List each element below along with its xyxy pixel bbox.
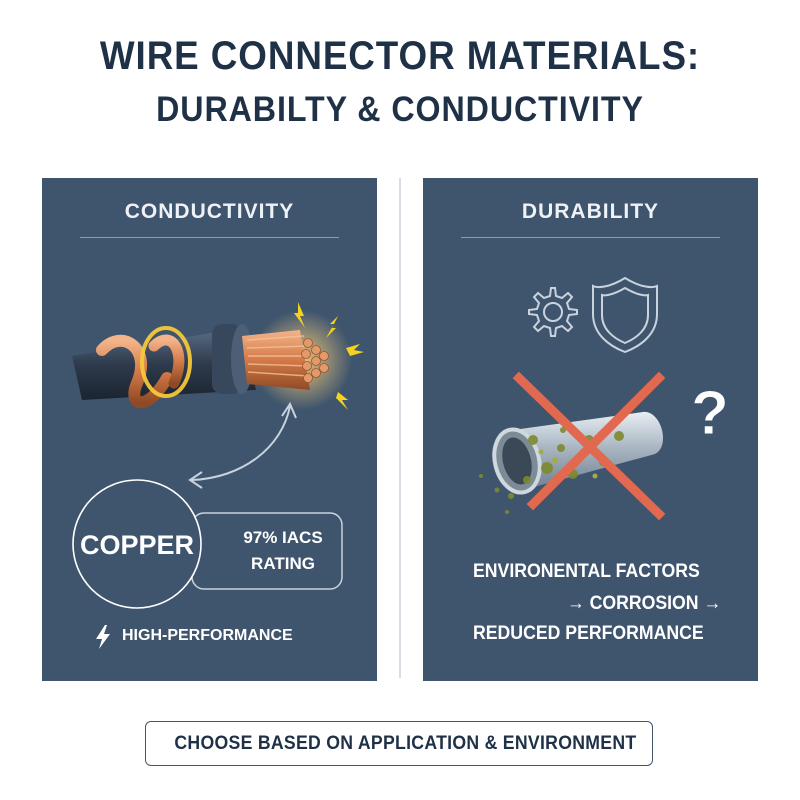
question-mark-icon: ? (691, 379, 730, 449)
performance-label: HIGH-PERFORMANCE (122, 627, 293, 644)
lightning-bolt-icon (96, 625, 110, 649)
durability-illustration: ? (479, 276, 730, 521)
panel-divider (399, 178, 401, 678)
spark-icon (294, 302, 364, 410)
gear-icon (528, 287, 578, 337)
copper-circle (72, 479, 202, 609)
copper-label: COPPER (79, 530, 195, 560)
rating-label: RATING (251, 554, 315, 573)
environmental-factors-text: ENVIRONENTAL FACTORS (473, 561, 700, 582)
page-subtitle: DURABILTY & CONDUCTIVITY (156, 90, 644, 129)
page-title: WIRE CONNECTOR MATERIALS: (99, 34, 701, 78)
rating-value: 97% IACS (243, 528, 323, 547)
corrosion-text: → CORROSION → (567, 593, 722, 614)
red-x-icon (512, 371, 666, 521)
svg-text:?: ? (691, 379, 729, 448)
durability-rule (461, 237, 720, 238)
shield-icon (592, 276, 658, 354)
durability-title: DURABILITY (521, 200, 660, 223)
recommendation-banner: CHOOSE BASED ON APPLICATION & ENVIRONMEN… (145, 721, 653, 766)
recommendation-text: CHOOSE BASED ON APPLICATION & ENVIRONMEN… (173, 732, 637, 754)
conductivity-title: CONDUCTIVITY (124, 200, 295, 223)
conductivity-rule (80, 237, 339, 238)
iacs-rating: 97% IACS RATING (218, 525, 348, 577)
reduced-performance-text: REDUCED PERFORMANCE (473, 623, 704, 644)
conductivity-illustration (72, 302, 364, 609)
double-arrow-icon (188, 401, 297, 489)
durability-panel: DURABILITY (423, 178, 758, 681)
conductivity-panel: CONDUCTIVITY (42, 178, 377, 681)
copper-cable-icon (72, 310, 352, 410)
